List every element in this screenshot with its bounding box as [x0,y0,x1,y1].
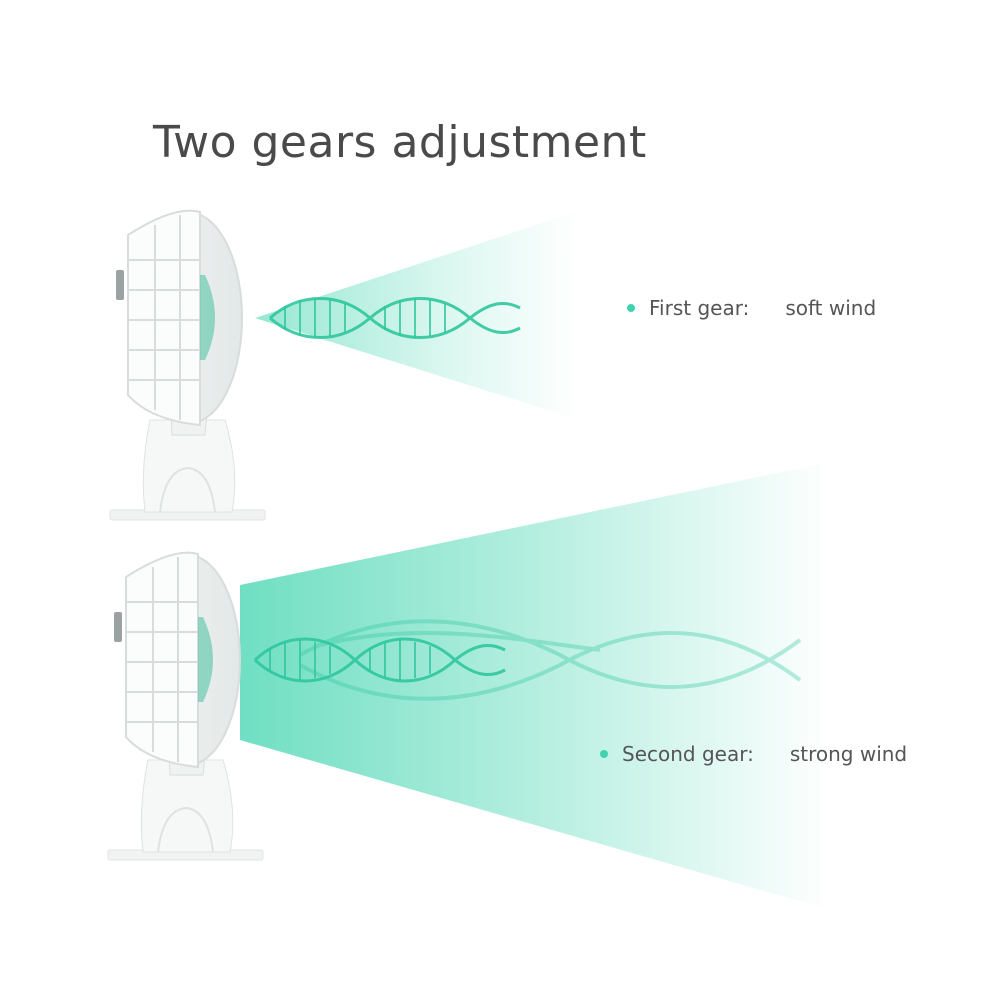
gear-label-first: First gear: soft wind [627,296,876,320]
desk-fan-strong-icon [107,551,264,861]
bullet-dot [600,750,608,758]
gear-name: Second gear: [622,742,754,766]
gear-name: First gear: [649,296,750,320]
bullet-dot [627,304,635,312]
desk-fan-soft-icon [109,209,266,521]
gear-value: strong wind [789,742,908,766]
gear-label-second: Second gear: strong wind [600,742,907,766]
page-title: Two gears adjustment [153,117,647,169]
strong-wind-beam [240,462,830,910]
gear-value: soft wind [785,296,877,320]
soft-wind-beam [255,212,580,420]
